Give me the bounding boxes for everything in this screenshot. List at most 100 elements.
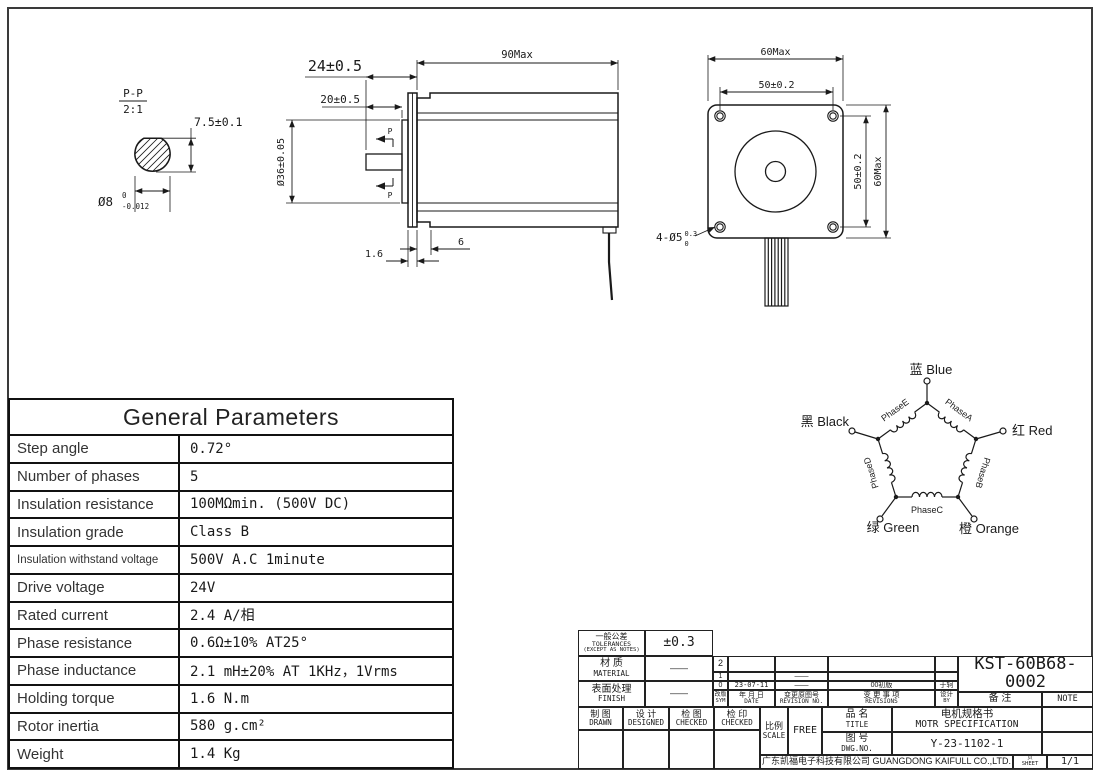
rev-row-no <box>775 656 828 672</box>
coil-phase-d <box>882 452 896 483</box>
rev-row-desc <box>828 672 935 681</box>
wire-label-red: 红 Red <box>1012 423 1052 438</box>
section-scale-label: 2:1 <box>123 103 143 116</box>
rev-row-date <box>728 672 775 681</box>
dim-mounting-holes: 4-Ø5 <box>656 231 683 244</box>
rev-row-desc <box>828 656 935 672</box>
wire-label-orange: 橙 Orange <box>959 521 1019 536</box>
dim-shaft-length: 24±0.5 <box>308 57 362 75</box>
tolerances-value: ±0.3 <box>645 630 713 656</box>
side-view: 24±0.5 20±0.5 90Max Ø36±0.05 1.6 6 P P <box>275 49 619 301</box>
dim-flange-height: 60Max <box>873 156 884 186</box>
wire-label-blue: 蓝 Blue <box>910 362 953 377</box>
wire-label-green: 绿 Green <box>867 520 920 535</box>
phase-label-d: PhaseD <box>862 456 881 490</box>
rev-row-sym: 1 <box>713 672 728 681</box>
section-label: P-P <box>123 87 143 100</box>
checked-signature <box>669 730 714 769</box>
drawing-views: P-P 2:1 7.5±0.1 Ø8 0 -0.012 <box>98 47 1053 536</box>
dim-hole-spacing-h: 50±0.2 <box>758 80 794 91</box>
phase-label-e: PhaseE <box>879 397 910 424</box>
title-block: 一般公差 TOLERANCES (EXCEPT AS NOTES) ±0.3 材… <box>578 630 1093 769</box>
rev-row-date <box>728 656 775 672</box>
stamped-signature <box>714 730 760 769</box>
designed-signature <box>623 730 669 769</box>
dim-step: 6 <box>458 237 464 248</box>
dim-holes-tol-upper: 0.3 <box>685 230 698 238</box>
rev-row-by <box>935 672 958 681</box>
material-value: —— <box>645 656 713 681</box>
rev-row-date: 23-07-11 <box>728 681 775 690</box>
section-view: P-P 2:1 7.5±0.1 Ø8 0 -0.012 <box>98 87 243 212</box>
dim-holes-tol-lower: 0 <box>685 240 689 248</box>
rev-row-no: —— <box>775 672 828 681</box>
rev-row-desc: 00初版 <box>828 681 935 690</box>
table-title: General Parameters <box>122 403 340 430</box>
scale-value: FREE <box>788 707 822 755</box>
rev-row-by <box>935 656 958 672</box>
phase-label-b: PhaseB <box>973 456 992 489</box>
rev-row-no: —— <box>775 681 828 690</box>
note-cell <box>1042 707 1093 732</box>
material-label: 材 质 MATERIAL <box>578 656 645 681</box>
rev-row-sym: 2 <box>713 656 728 672</box>
dim-flange-thickness: 1.6 <box>365 249 383 260</box>
phase-label-a: PhaseA <box>943 397 974 424</box>
dim-flange-width: 60Max <box>760 47 790 58</box>
finish-value: —— <box>645 681 713 707</box>
section-marker-bottom: P <box>388 191 393 200</box>
sheet-border <box>7 7 1093 770</box>
lead-wire-bundle <box>764 237 789 307</box>
finish-label: 表面处理 FINISH <box>578 681 645 707</box>
note-header-cn: 备 注 <box>958 692 1042 707</box>
note-cell <box>1042 732 1093 755</box>
dim-hole-spacing-v: 50±0.2 <box>853 153 864 189</box>
coil-phase-b <box>958 452 972 483</box>
note-header-en: NOTE <box>1042 692 1093 707</box>
phase-label-c: PhaseC <box>911 505 944 515</box>
hatch-pattern <box>134 138 171 172</box>
dim-across-flat: 7.5±0.1 <box>194 115 243 129</box>
dim-shaft-tol-upper: 0 <box>122 191 127 200</box>
dim-body-length: 90Max <box>501 49 533 61</box>
coil-phase-c <box>911 491 943 498</box>
part-number: KST-60B68-0002 <box>958 656 1093 692</box>
dim-boss-length: 20±0.5 <box>320 93 360 106</box>
front-view: 60Max 50±0.2 50±0.2 60Max 4-Ø5 0.3 0 <box>656 47 891 307</box>
rev-row-sym: 0 <box>713 681 728 690</box>
section-cut-marker <box>376 135 394 190</box>
rev-row-by: 于轲 <box>935 681 958 690</box>
tolerances-label: 一般公差 TOLERANCES (EXCEPT AS NOTES) <box>578 630 645 656</box>
sheet-value: 1/1 <box>1047 755 1093 769</box>
drawn-signature <box>578 730 623 769</box>
wiring-diagram: 蓝 Blue 黑 Black 红 Red 绿 Green 橙 Orange Ph… <box>801 362 1053 536</box>
